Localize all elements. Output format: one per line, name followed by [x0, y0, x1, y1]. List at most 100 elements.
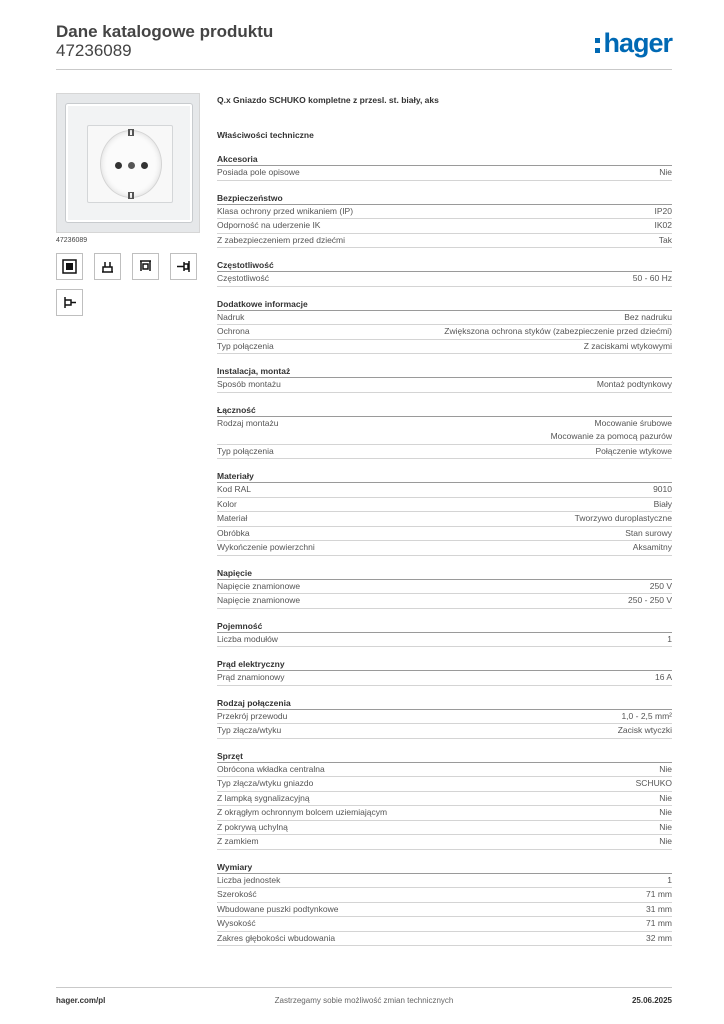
property-value-line: Mocowanie za pomocą pazurów — [550, 431, 672, 441]
document-title: Dane katalogowe produktu — [56, 22, 274, 41]
footer-disclaimer: Zastrzegamy sobie możliwość zmian techni… — [274, 996, 454, 1005]
property-key: Typ połączenia — [217, 340, 274, 351]
property-value-line: Z zaciskami wtykowymi — [583, 340, 672, 351]
property-key: Obrócona wkładka centralna — [217, 763, 325, 774]
property-value: Stan surowy — [625, 527, 672, 541]
product-image — [56, 93, 200, 233]
plug-terminal-icon — [56, 289, 83, 316]
property-value-line: Stan surowy — [625, 527, 672, 538]
plug-connect-icon — [170, 253, 197, 280]
property-value: Nie — [659, 806, 672, 820]
property-key: Kolor — [217, 498, 237, 509]
product-number: 47236089 — [56, 41, 132, 60]
property-value: 32 mm — [646, 932, 672, 946]
property-value-line: Bez nadruku — [624, 311, 672, 322]
property-key: Z zabezpieczeniem przed dziećmi — [217, 234, 346, 245]
property-value-line: Tak — [658, 234, 672, 245]
section-title: Bezpieczeństwo — [217, 192, 672, 205]
section-title: Materiały — [217, 470, 672, 483]
property-key: Posiada pole opisowe — [217, 167, 300, 177]
image-caption: 47236089 — [56, 237, 88, 244]
property-key: Z zamkiem — [217, 836, 259, 846]
property-row: Sposób montażu Montaż podtynkowy — [217, 378, 672, 393]
property-value-line: Tworzywo duroplastyczne — [574, 513, 672, 523]
property-row: Z zamkiem Nie — [217, 835, 672, 850]
property-key: Sposób montażu — [217, 379, 281, 389]
footer-website[interactable]: hager.com/pl — [56, 996, 106, 1005]
section-title: Łączność — [217, 404, 672, 417]
property-row: Odporność na uderzenie IK IK02 — [217, 219, 672, 234]
property-value: 71 mm — [646, 917, 672, 931]
logo-mark-icon — [595, 37, 601, 53]
property-key: Szerokość — [217, 889, 257, 899]
property-value-line: Montaż podtynkowy — [596, 379, 672, 389]
property-value: Połączenie wtykowe — [595, 445, 672, 459]
property-value: IK02 — [655, 219, 673, 233]
property-value: Montaż podtynkowy — [597, 378, 672, 392]
property-key: Wysokość — [217, 918, 256, 928]
property-key: Rodzaj montażu — [217, 417, 279, 428]
section-title: Wymiary — [217, 861, 672, 874]
property-value-line: Aksamitny — [632, 542, 672, 552]
property-value: 1 — [667, 874, 672, 888]
property-value-line: Zwiększona ochrona styków (zabezpieczeni… — [444, 326, 672, 336]
section-title: Instalacja, montaż — [217, 365, 672, 378]
property-value: IP20 — [655, 205, 673, 219]
property-value: Nie — [659, 792, 672, 806]
property-value-line: Nie — [659, 167, 672, 177]
property-key: Ochrona — [217, 326, 250, 336]
property-value-line: Nie — [659, 792, 672, 803]
property-key: Typ złącza/wtyku gniazdo — [217, 778, 314, 788]
property-value-line: 32 mm — [646, 932, 672, 943]
socket-plate — [87, 125, 173, 203]
section-title: Sprzęt — [217, 750, 672, 763]
property-row: Typ połączenia Z zaciskami wtykowymi — [217, 340, 672, 354]
product-title: Q.x Gniazdo SCHUKO kompletne z przesl. s… — [217, 95, 439, 105]
section-title: Rodzaj połączenia — [217, 697, 672, 710]
property-value: SCHUKO — [636, 777, 672, 791]
property-key: Odporność na uderzenie IK — [217, 220, 321, 230]
property-value-line: Zacisk wtyczki — [617, 725, 672, 735]
property-value: 71 mm — [646, 888, 672, 902]
property-value-line: 1 — [667, 874, 672, 885]
section-title: Pojemność — [217, 620, 672, 633]
property-key: Wbudowane puszki podtynkowe — [217, 903, 339, 914]
property-value-line: Nie — [659, 763, 672, 774]
property-key: Napięcie znamionowe — [217, 580, 301, 591]
property-value-line: 50 - 60 Hz — [632, 273, 672, 283]
section-title: Dodatkowe informacje — [217, 298, 672, 311]
property-value: 250 - 250 V — [628, 594, 672, 608]
property-value: Zacisk wtyczki — [618, 724, 672, 738]
property-value: Nie — [659, 835, 672, 849]
property-value-line: 71 mm — [646, 889, 672, 899]
product-media: 47236089 — [56, 93, 202, 316]
property-row: Wysokość 71 mm — [217, 917, 672, 932]
property-value-line: 71 mm — [646, 918, 672, 928]
property-key: Z lampką sygnalizacyjną — [217, 792, 310, 803]
property-value: 9010 — [653, 483, 672, 497]
property-value-line: Nie — [659, 836, 672, 846]
property-value-line: 1,0 - 2,5 mm² — [621, 710, 672, 721]
